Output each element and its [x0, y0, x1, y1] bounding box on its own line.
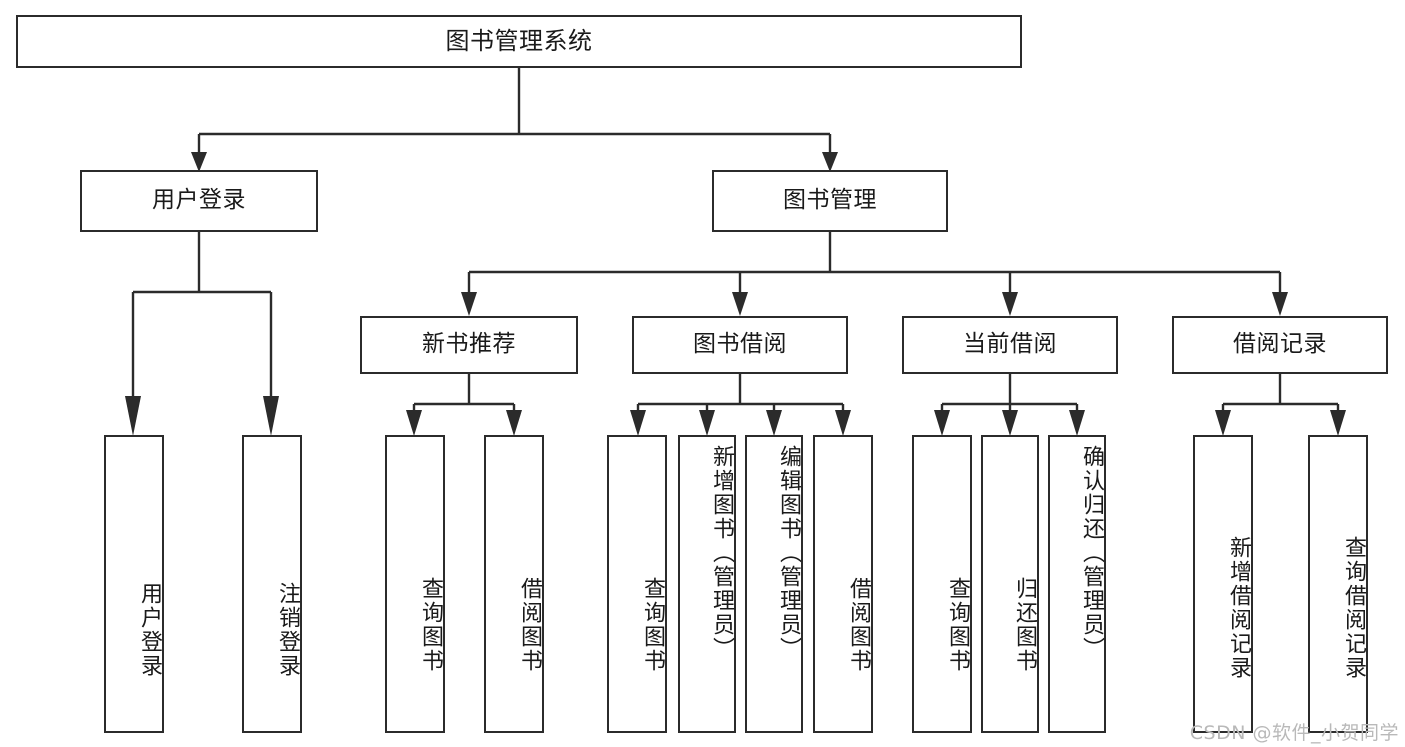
node-new-book-recommend[interactable]: 新书推荐: [360, 316, 578, 374]
node-borrow-record[interactable]: 借阅记录: [1172, 316, 1388, 374]
node-user-login[interactable]: 用户登录: [80, 170, 318, 232]
leaf-logout-login[interactable]: 注销登录: [242, 435, 302, 733]
leaf-user-login[interactable]: 用户登录: [104, 435, 164, 733]
leaf-query-borrow-record[interactable]: 查询借阅记录: [1308, 435, 1368, 733]
leaf-borrow-book-borrow[interactable]: 借阅图书: [813, 435, 873, 733]
leaf-add-borrow-record[interactable]: 新增借阅记录: [1193, 435, 1253, 733]
leaf-add-book-admin[interactable]: 新增图书（管理员）: [678, 435, 736, 733]
leaf-query-book-new[interactable]: 查询图书: [385, 435, 445, 733]
leaf-confirm-return-admin[interactable]: 确认归还（管理员）: [1048, 435, 1106, 733]
leaf-query-book-borrow[interactable]: 查询图书: [607, 435, 667, 733]
node-book-borrow[interactable]: 图书借阅: [632, 316, 848, 374]
leaf-edit-book-admin[interactable]: 编辑图书（管理员）: [745, 435, 803, 733]
leaf-query-book-current[interactable]: 查询图书: [912, 435, 972, 733]
leaf-borrow-book-new[interactable]: 借阅图书: [484, 435, 544, 733]
node-root-system[interactable]: 图书管理系统: [16, 15, 1022, 68]
leaf-return-book[interactable]: 归还图书: [981, 435, 1039, 733]
node-book-manage[interactable]: 图书管理: [712, 170, 948, 232]
node-current-borrow[interactable]: 当前借阅: [902, 316, 1118, 374]
watermark-text: CSDN @软件_小贺同学: [1189, 722, 1399, 744]
